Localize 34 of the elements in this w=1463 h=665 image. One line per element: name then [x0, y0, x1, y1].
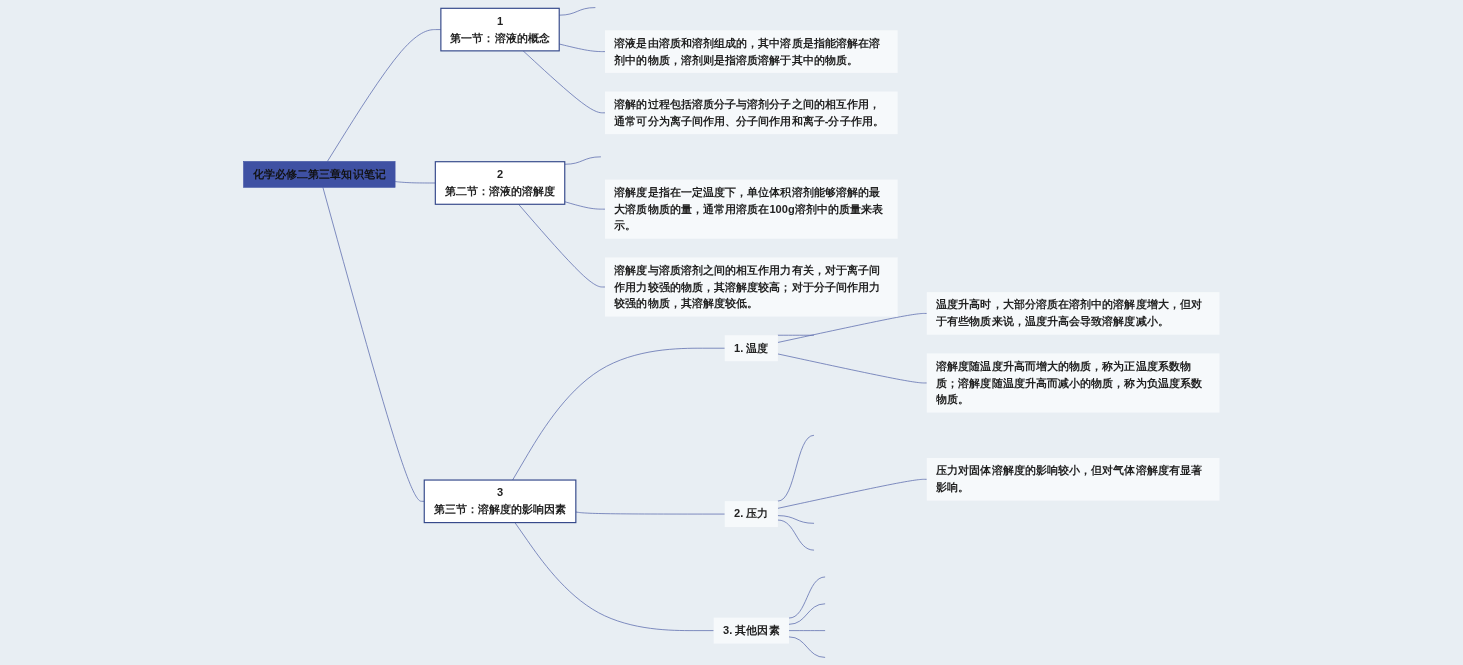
branch-line	[777, 515, 815, 524]
note-text: 溶解度随温度升高而增大的物质，称为正温度系数物质；溶解度随温度升高而减小的物质，称为负温度系数物质。	[926, 353, 1220, 413]
note-text: 溶解度与溶质溶剂之间的相互作用力有关，对于离子间作用力较强的物质，其溶解度较高；对于分子间作用力较强的物质，其溶解度较低。	[605, 257, 898, 317]
branch-line	[777, 313, 928, 343]
branch-line	[788, 576, 826, 619]
subtopic-text: 1. 温度	[724, 335, 778, 362]
section-box: 1 第一节：溶液的概念	[440, 7, 560, 52]
branch-line	[564, 201, 606, 210]
branch-line	[777, 519, 815, 551]
branch-line	[788, 603, 826, 625]
branch-line	[788, 630, 826, 631]
branch-line	[518, 203, 606, 288]
branch-line	[322, 187, 425, 502]
branch-line	[777, 478, 928, 509]
branch-line	[788, 636, 826, 658]
branch-line	[522, 50, 606, 114]
branch-line	[512, 347, 726, 481]
section-box: 3 第三节：溶解度的影响因素	[423, 479, 577, 524]
note-text: 溶解的过程包括溶质分子与溶剂分子之间的相互作用，通常可分为离子间作用、分子间作用和离子-分子作用。	[605, 91, 898, 135]
subtopic-text: 2. 压力	[724, 501, 778, 528]
branch-line	[394, 181, 436, 184]
section-box: 2 第二节：溶液的溶解度	[434, 161, 566, 205]
root-topic-box: 化学必修二第三章知识笔记	[243, 161, 396, 188]
note-text: 溶解度是指在一定温度下，单位体积溶剂能够溶解的最大溶质物质的量，通常用溶质在100g溶剂中的质量来表示。	[605, 179, 898, 239]
note-text: 压力对固体溶解度的影响较小，但对气体溶解度有显著影响。	[926, 458, 1220, 501]
branch-line	[575, 511, 726, 515]
branch-line	[777, 334, 815, 336]
branch-line	[514, 522, 715, 631]
branch-line	[777, 434, 815, 502]
branch-line	[777, 353, 928, 384]
note-text: 溶液是由溶质和溶剂组成的，其中溶质是指能溶解在溶剂中的物质，溶剂则是指溶质溶解于其中的物质。	[605, 30, 898, 73]
branch-line	[564, 156, 602, 165]
note-text: 温度升高时，大部分溶质在溶剂中的溶解度增大，但对于有些物质来说，温度升高会导致溶解度减小。	[926, 292, 1220, 335]
subtopic-text: 3. 其他因素	[713, 617, 789, 644]
